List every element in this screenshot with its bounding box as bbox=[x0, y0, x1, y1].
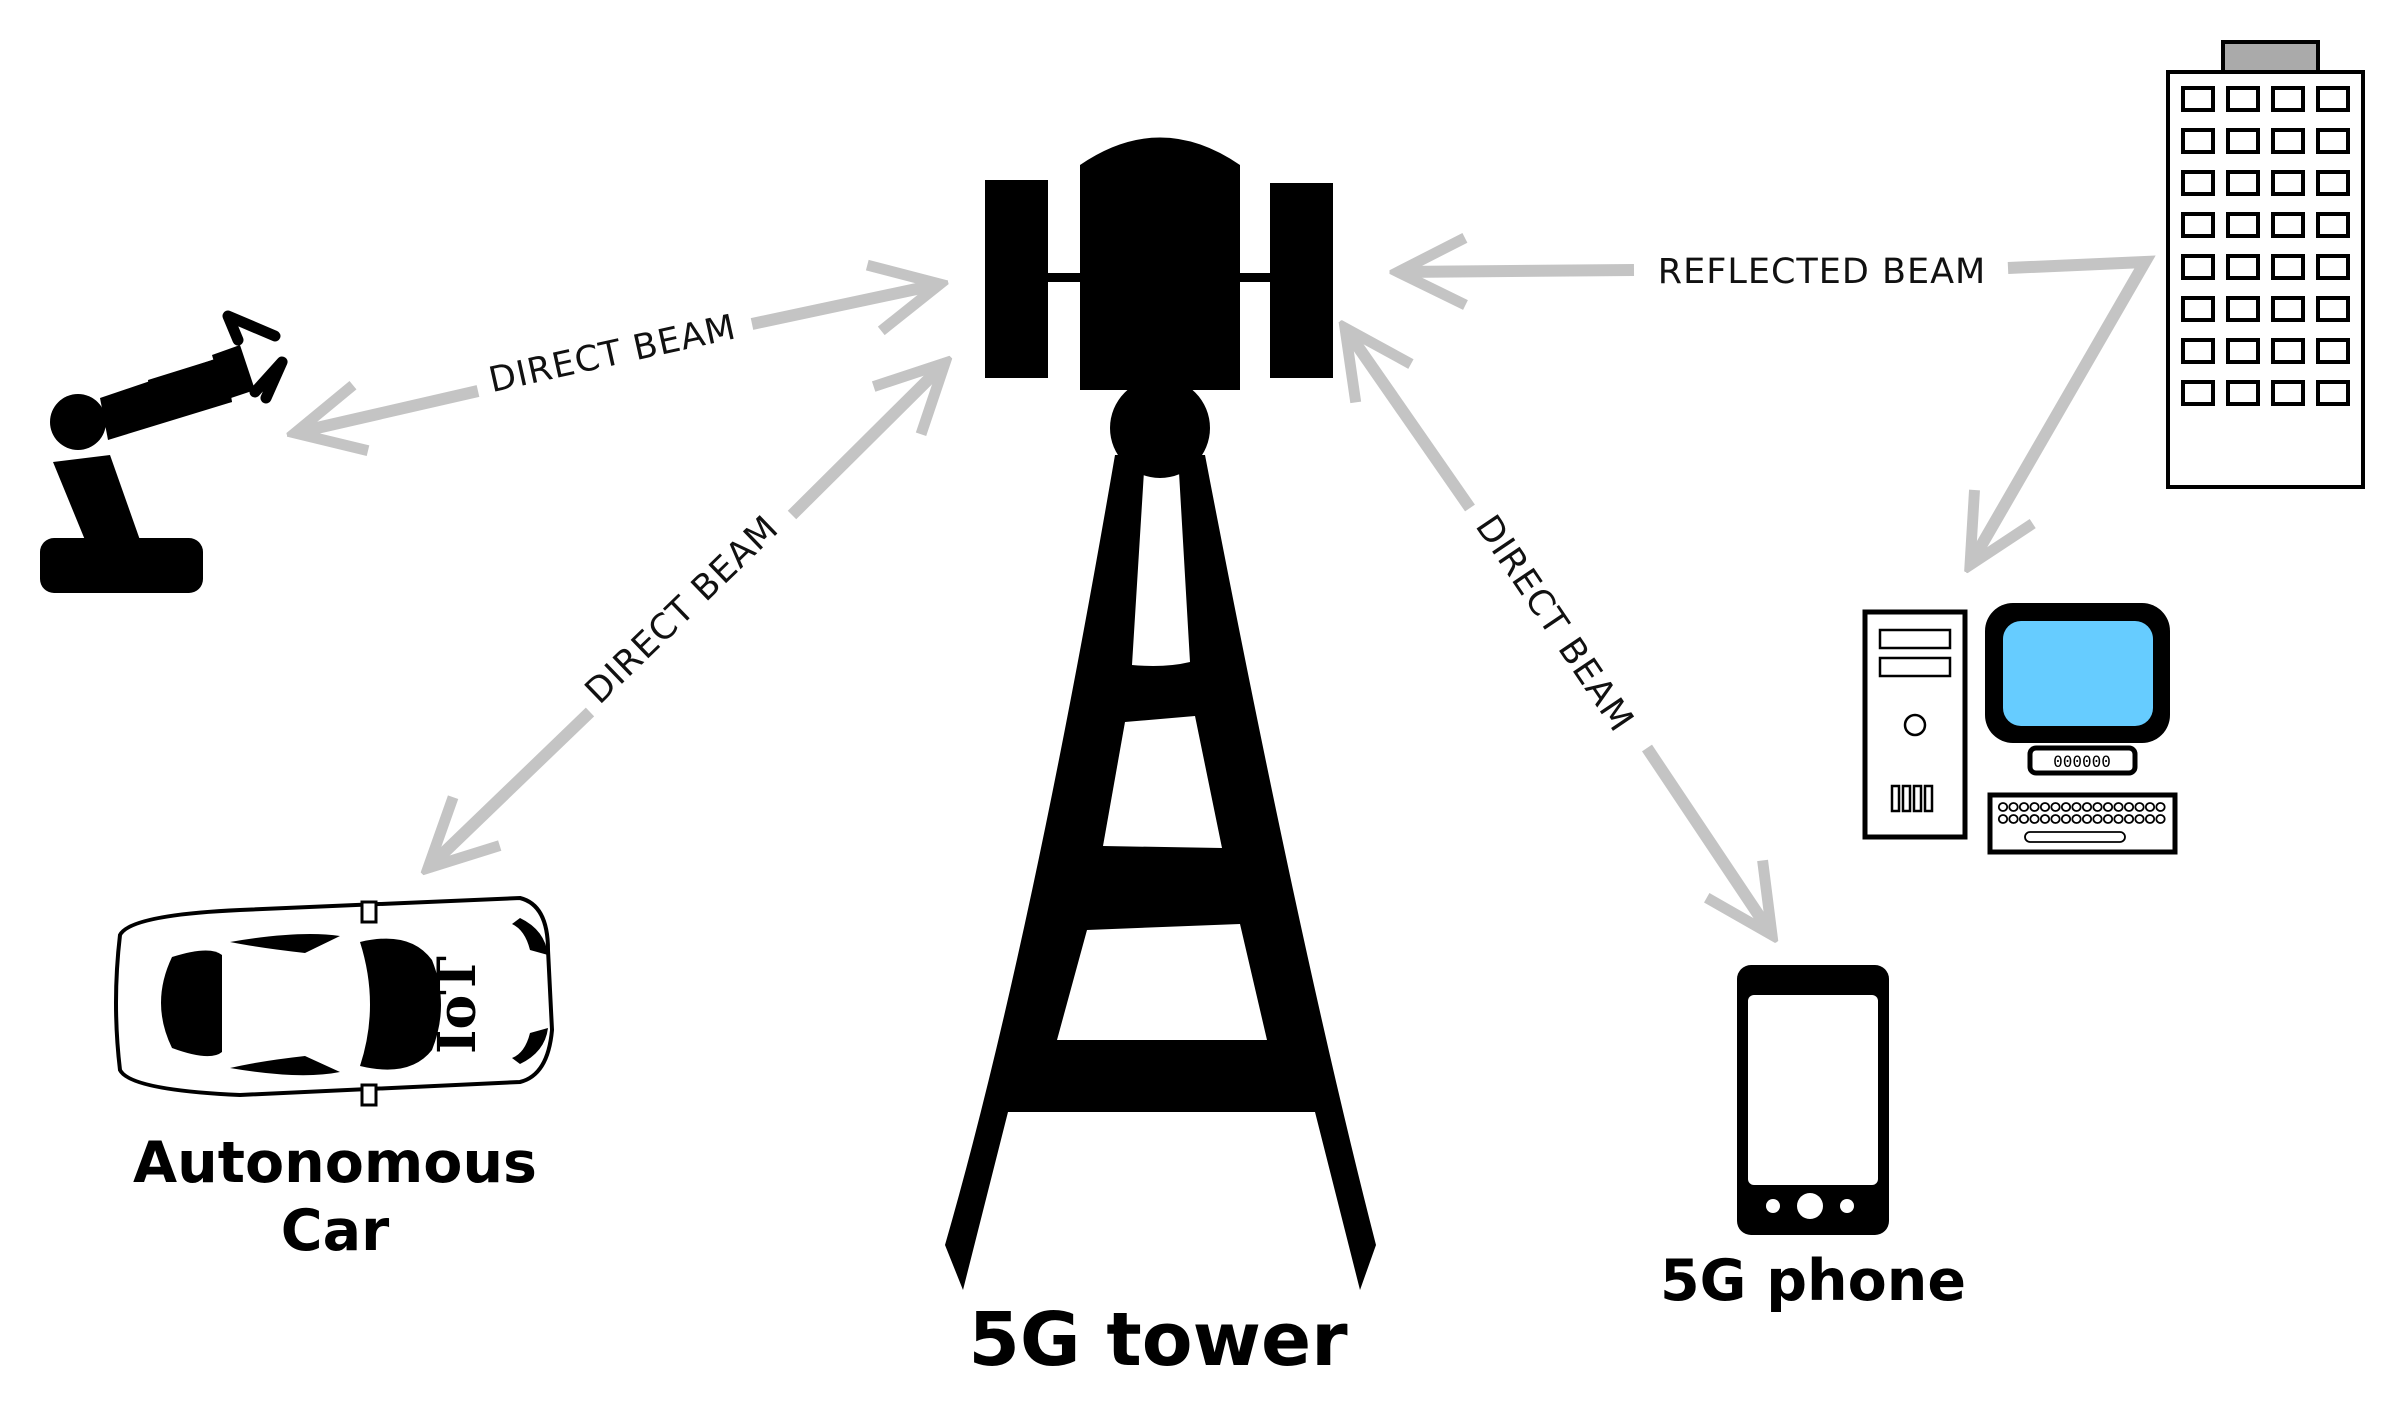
keyboard-key bbox=[2081, 814, 2093, 824]
keyboard-key bbox=[2144, 814, 2156, 824]
beam-label-reflected: REFLECTED BEAM bbox=[1658, 252, 1986, 292]
building-window bbox=[2271, 86, 2305, 112]
car-icon: IoT bbox=[114, 895, 555, 1107]
robot-arm-icon bbox=[40, 310, 288, 593]
keyboard-key bbox=[2008, 802, 2019, 812]
building-window bbox=[2181, 296, 2215, 322]
desktop-computer-icon: 000000 bbox=[1862, 603, 2178, 855]
keyboard-key bbox=[2155, 802, 2166, 812]
keyboard-key bbox=[2081, 802, 2093, 812]
keyboard-key bbox=[1997, 814, 2009, 824]
beam-robot bbox=[295, 284, 940, 433]
building-window bbox=[2271, 380, 2305, 406]
keyboard-key bbox=[2102, 802, 2114, 812]
keyboard-key bbox=[2039, 802, 2051, 812]
keyboard-key bbox=[2008, 814, 2019, 824]
keyboard-key bbox=[2071, 802, 2082, 812]
building-window bbox=[2316, 296, 2350, 322]
building-window bbox=[2226, 296, 2260, 322]
beam-car bbox=[428, 363, 945, 868]
keyboard-key bbox=[2092, 814, 2103, 824]
keyboard-key bbox=[2113, 814, 2124, 824]
keyboard-key bbox=[2029, 802, 2040, 812]
keyboard-key bbox=[2029, 814, 2040, 824]
building-window bbox=[2226, 254, 2260, 280]
building-window bbox=[2226, 338, 2260, 364]
building-window bbox=[2181, 254, 2215, 280]
keyboard-key bbox=[2050, 814, 2061, 824]
building-window bbox=[2181, 380, 2215, 406]
phone-label: 5G phone bbox=[1660, 1248, 1966, 1314]
building-window bbox=[2271, 128, 2305, 154]
building-window bbox=[2181, 86, 2215, 112]
keyboard-key bbox=[2018, 814, 2030, 824]
keyboard-key bbox=[2050, 802, 2061, 812]
tower-label: 5G tower bbox=[968, 1297, 1348, 1383]
beam-phone bbox=[1345, 328, 1772, 935]
keyboard-key bbox=[2018, 802, 2030, 812]
keyboard-key bbox=[2092, 802, 2103, 812]
building-window bbox=[2316, 254, 2350, 280]
beam-label-car: DIRECT BEAM bbox=[578, 508, 787, 712]
keyboard-key bbox=[2155, 814, 2166, 824]
keyboard-key bbox=[2060, 814, 2072, 824]
beam-reflected bbox=[1398, 262, 2156, 565]
keyboard-key bbox=[2113, 802, 2124, 812]
cell-tower-icon bbox=[945, 137, 1376, 1290]
building-window bbox=[2226, 86, 2260, 112]
tower-lattice bbox=[1057, 716, 1267, 1040]
keyboard-key bbox=[2123, 802, 2135, 812]
building-window bbox=[2271, 212, 2305, 238]
building-window bbox=[2226, 212, 2260, 238]
car-badge: IoT bbox=[427, 956, 488, 1054]
building-window bbox=[2316, 170, 2350, 196]
keyboard-key bbox=[2071, 814, 2082, 824]
building-window bbox=[2271, 296, 2305, 322]
building-window bbox=[2316, 128, 2350, 154]
building-window bbox=[2316, 86, 2350, 112]
building-window bbox=[2226, 128, 2260, 154]
building-window bbox=[2316, 338, 2350, 364]
building-window bbox=[2181, 212, 2215, 238]
building-window bbox=[2271, 338, 2305, 364]
keyboard-key bbox=[2060, 802, 2072, 812]
keyboard-key bbox=[2134, 802, 2145, 812]
keyboard-key bbox=[2102, 814, 2114, 824]
beam-label-phone: DIRECT BEAM bbox=[1467, 508, 1641, 739]
building-window bbox=[2181, 338, 2215, 364]
keyboard-key bbox=[1997, 802, 2009, 812]
building-window bbox=[2271, 254, 2305, 280]
keyboard-key bbox=[2144, 802, 2156, 812]
building-window bbox=[2181, 170, 2215, 196]
building-window bbox=[2181, 128, 2215, 154]
car-label-line2: Car bbox=[281, 1198, 389, 1264]
car-label-line1: Autonomous bbox=[133, 1130, 537, 1196]
smartphone-icon bbox=[1737, 965, 1889, 1235]
computer-display-digits: 000000 bbox=[2053, 752, 2111, 771]
building-window bbox=[2226, 170, 2260, 196]
office-building-icon bbox=[2166, 40, 2365, 489]
keyboard-key bbox=[2039, 814, 2051, 824]
beam-label-robot: DIRECT BEAM bbox=[485, 307, 740, 401]
building-window bbox=[2271, 170, 2305, 196]
building-window bbox=[2316, 212, 2350, 238]
building-window bbox=[2226, 380, 2260, 406]
keyboard-key bbox=[2134, 814, 2145, 824]
keyboard-key bbox=[2123, 814, 2135, 824]
building-window bbox=[2316, 380, 2350, 406]
